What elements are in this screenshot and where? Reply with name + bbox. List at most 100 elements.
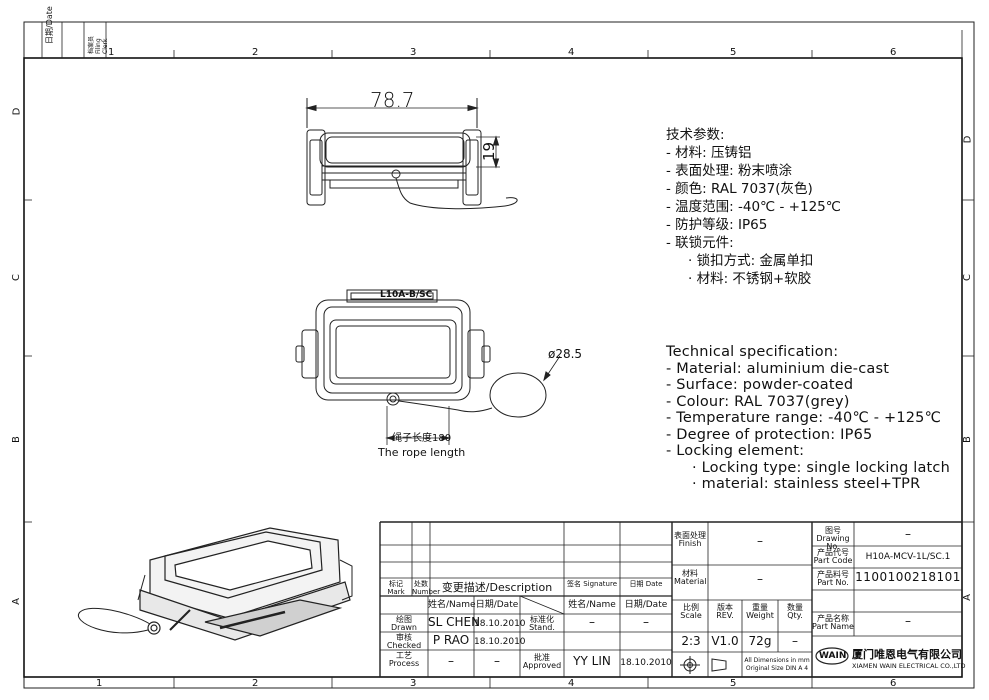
rev-header-description: 变更描述/Description — [441, 581, 553, 594]
rev-header-mark: 标记 Mark — [387, 580, 405, 596]
process-name: – — [448, 654, 454, 668]
drawing-no-label: 图号 Drawing No. — [816, 526, 850, 551]
weight-label: 重量 Weight — [746, 603, 774, 620]
wain-logo — [815, 647, 849, 665]
zone-row-d-right: D — [962, 135, 974, 144]
scale-label: 比例 Scale — [680, 603, 702, 620]
approved-date: 18.10.2010 — [620, 658, 672, 668]
dimension-diameter: ø28.5 — [548, 347, 583, 361]
zone-col-5-bottom: 5 — [730, 678, 737, 689]
rope-length-cn: 绳子长度180 — [392, 433, 452, 444]
zone-col-2-top: 2 — [252, 47, 259, 58]
zone-row-c-left: C — [10, 274, 22, 281]
drawn-date: 18.10.2010 — [474, 619, 526, 629]
zone-col-6-bottom: 6 — [890, 678, 897, 689]
spec-en-item: - Degree of protection: IP65 — [666, 426, 873, 443]
part-no-label: 产品料号 Part No. — [817, 570, 849, 587]
scale-value: 2:3 — [681, 634, 701, 648]
approval-col-name: 姓名/Name — [428, 600, 476, 610]
part-label: L10A-B/SC — [380, 290, 433, 300]
side-view-drawing — [305, 98, 518, 210]
zone-col-2-bottom: 2 — [252, 678, 259, 689]
spec-cn-item: - 表面处理: 粉末喷涂 — [666, 163, 793, 179]
zone-col-3-top: 3 — [410, 47, 417, 58]
rev-header-number: 处数 Number — [412, 580, 441, 596]
drawing-no-value: – — [905, 527, 911, 541]
approval-col-name2: 姓名/Name — [568, 600, 616, 610]
stand-label: 标准化 Stand. — [529, 615, 555, 632]
zone-row-b-left: B — [10, 436, 22, 443]
qty-label: 数量 Qty. — [787, 603, 803, 620]
material-value: – — [757, 572, 763, 586]
weight-value: 72g — [748, 634, 772, 648]
zone-col-4-bottom: 4 — [568, 678, 575, 689]
approval-col-date2: 日期/Date — [624, 600, 668, 610]
zone-row-a-right: A — [961, 594, 973, 601]
zone-col-1-top: 1 — [108, 47, 115, 58]
drawn-label: 绘图 Drawn — [391, 615, 417, 632]
stand-value: – — [589, 615, 595, 629]
spec-cn-item: - 材料: 压铸铝 — [666, 145, 752, 161]
checked-label: 审核 Checked — [386, 633, 422, 650]
approved-name: YY LIN — [573, 654, 611, 668]
spec-cn-item: - 温度范围: -40℃ - +125℃ — [666, 199, 841, 215]
checked-name: P RAO — [432, 633, 470, 647]
spec-en-item: - Colour: RAL 7037(grey) — [666, 393, 850, 410]
spec-cn-title: 技术参数: — [666, 127, 725, 143]
inner-frame — [23, 57, 963, 678]
title-block-grid — [379, 521, 962, 677]
spec-cn-subitem: · 材料: 不锈钢+软胶 — [688, 271, 812, 287]
checked-date: 18.10.2010 — [474, 637, 526, 647]
company-name-cn: 厦门唯恩电气有限公司 — [852, 648, 962, 661]
finish-value: – — [757, 534, 763, 548]
isometric-view-drawing — [77, 527, 353, 641]
spec-en-item: - Surface: powder-coated — [666, 377, 854, 393]
process-label: 工艺 Process — [388, 651, 420, 668]
qty-value: – — [792, 634, 798, 648]
stand-date: – — [643, 615, 649, 629]
spec-en-title: Technical specification: — [666, 344, 839, 360]
finish-label: 表面处理 Finish — [674, 531, 706, 548]
zone-col-1-bottom: 1 — [96, 678, 103, 689]
spec-cn-subitem: · 锁扣方式: 金属单扣 — [688, 253, 814, 269]
spec-cn-item: - 联锁元件: — [666, 235, 734, 251]
zone-col-3-bottom: 3 — [410, 678, 417, 689]
zone-col-4-top: 4 — [568, 47, 575, 58]
spec-en-block: Technical specification: - Material: alu… — [666, 344, 950, 493]
zone-row-b-right: B — [961, 436, 973, 443]
spec-cn-item: - 颜色: RAL 7037(灰色) — [666, 181, 813, 197]
rev-value: V1.0 — [711, 634, 739, 648]
spec-cn-item: - 防护等级: IP65 — [666, 217, 768, 233]
zone-row-d-left: D — [11, 107, 23, 116]
material-label: 材料 Material — [674, 569, 707, 586]
part-name-label: 产品名称 Part Name — [812, 614, 854, 631]
drawn-name: SL CHEN — [428, 615, 481, 629]
zone-row-a-left: A — [10, 598, 22, 605]
part-no-value: 1100100218101 — [855, 570, 961, 584]
logo-text: WAIN — [819, 651, 847, 661]
spec-en-item: - Material: aluminium die-cast — [666, 360, 890, 377]
process-date: – — [494, 654, 500, 668]
approved-label: 批准 Approved — [522, 653, 562, 670]
date-margin-label: 日期/Date — [45, 6, 54, 44]
spec-en-item: - Locking element: — [666, 443, 805, 459]
spec-cn-block: 技术参数: - 材料: 压铸铝 - 表面处理: 粉末喷涂 - 颜色: RAL 7… — [666, 126, 841, 288]
plan-view-drawing — [295, 289, 561, 445]
filing-clerk-margin-label: 档案员 Filing Clerk — [88, 35, 109, 54]
rev-header-signature: 签名 Signature — [567, 580, 617, 588]
dimensions-note: All Dimensions in mm Original Size DIN A… — [744, 657, 810, 672]
rope-length-en: The rope length — [378, 446, 466, 459]
zone-col-5-top: 5 — [730, 47, 737, 58]
part-code-label: 产品代号 Part Code — [813, 548, 853, 565]
zone-col-6-top: 6 — [890, 47, 897, 58]
rev-header-date: 日期 Date — [629, 580, 663, 588]
part-name-value: – — [905, 614, 911, 628]
dimension-length: 78.7 — [370, 88, 415, 112]
zone-row-c-right: C — [961, 274, 973, 281]
projection-symbol-icon — [680, 656, 727, 674]
company-name-en: XIAMEN WAIN ELECTRICAL CO.,LTD — [852, 662, 966, 670]
part-code-value: H10A-MCV-1L/SC.1 — [865, 552, 951, 562]
spec-en-subitem: · Locking type: single locking latch — [692, 459, 950, 476]
dimension-height: 19 — [480, 141, 498, 161]
